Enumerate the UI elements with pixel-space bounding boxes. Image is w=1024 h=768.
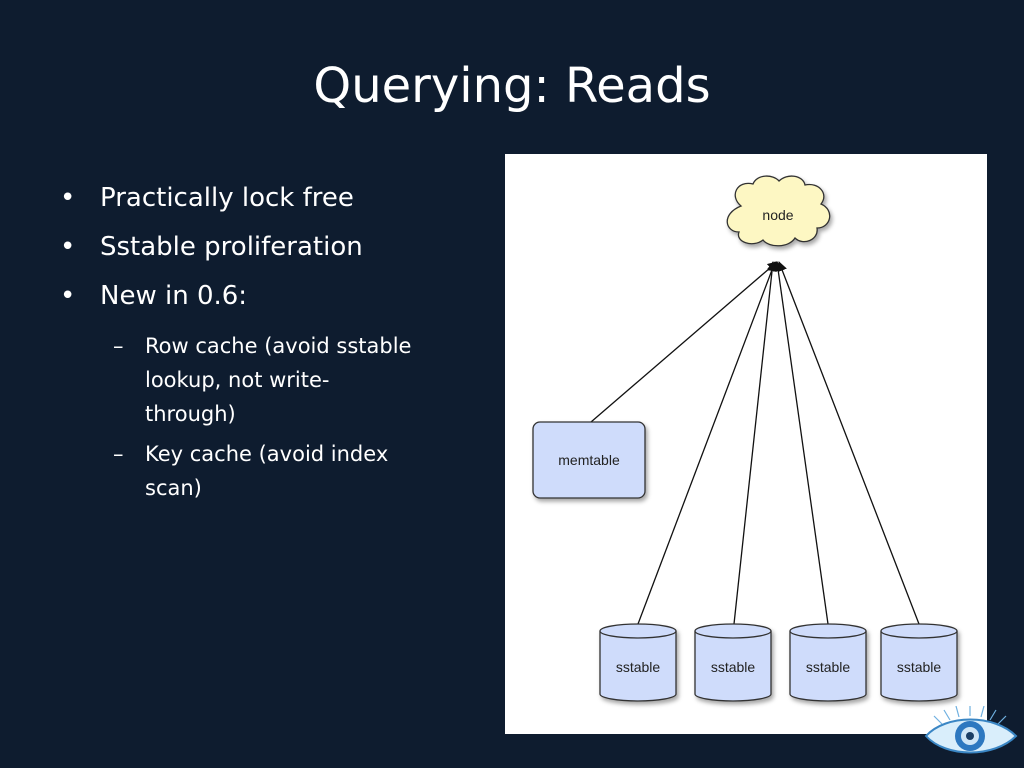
- bullet-glyph: •: [60, 281, 76, 311]
- arrow-sstable-2-to-node: [733, 261, 778, 625]
- sub-bullet-text: Row cache (avoid sstable lookup, not wri…: [145, 334, 412, 426]
- arrow-sstable-3-to-node: [773, 261, 829, 625]
- sstable-label: sstable: [897, 659, 942, 675]
- eye-logo-icon: [924, 706, 1018, 754]
- sstable-label: sstable: [616, 659, 661, 675]
- diagram-arrows: [590, 261, 920, 625]
- sub-bullet-text: Key cache (avoid index scan): [145, 442, 389, 500]
- sub-bullet-item: – Row cache (avoid sstable lookup, not w…: [60, 329, 415, 431]
- memtable-label: memtable: [558, 452, 620, 468]
- bullet-text: Practically lock free: [100, 183, 354, 213]
- cloud-shape: [726, 175, 831, 247]
- bullet-item: • Sstable proliferation: [60, 231, 460, 263]
- sub-bullet-list: – Row cache (avoid sstable lookup, not w…: [60, 329, 460, 505]
- bullet-text: Sstable proliferation: [100, 232, 363, 262]
- sstable-label: sstable: [806, 659, 851, 675]
- sstable-cylinder: [694, 623, 772, 702]
- sstable-cylinder: [789, 623, 867, 702]
- sstable-cylinder: [880, 623, 958, 702]
- diagram-canvas: node memtable sstable sstable sstable ss…: [532, 175, 958, 702]
- node-label: node: [762, 207, 793, 223]
- sstable-label: sstable: [711, 659, 756, 675]
- bullet-item: • Practically lock free: [60, 182, 460, 214]
- sub-bullet-item: – Key cache (avoid index scan): [60, 437, 415, 505]
- sstable-cylinder: [599, 623, 677, 702]
- bullet-text: New in 0.6:: [100, 281, 248, 311]
- arrow-memtable-to-node: [590, 261, 778, 423]
- slide-title: Querying: Reads: [313, 58, 711, 114]
- arrow-sstable-4-to-node: [777, 261, 920, 625]
- sub-bullet-glyph: –: [113, 334, 124, 358]
- arrow-sstable-1-to-node: [637, 261, 777, 625]
- bullet-item: • New in 0.6:: [60, 280, 460, 312]
- memtable-box: [532, 421, 646, 499]
- bullet-list: • Practically lock free • Sstable prolif…: [60, 182, 460, 511]
- read-path-diagram: node memtable sstable sstable sstable ss…: [505, 154, 987, 734]
- node-cloud: [726, 175, 831, 247]
- sub-bullet-glyph: –: [113, 442, 124, 466]
- bullet-glyph: •: [60, 232, 76, 262]
- bullet-glyph: •: [60, 183, 76, 213]
